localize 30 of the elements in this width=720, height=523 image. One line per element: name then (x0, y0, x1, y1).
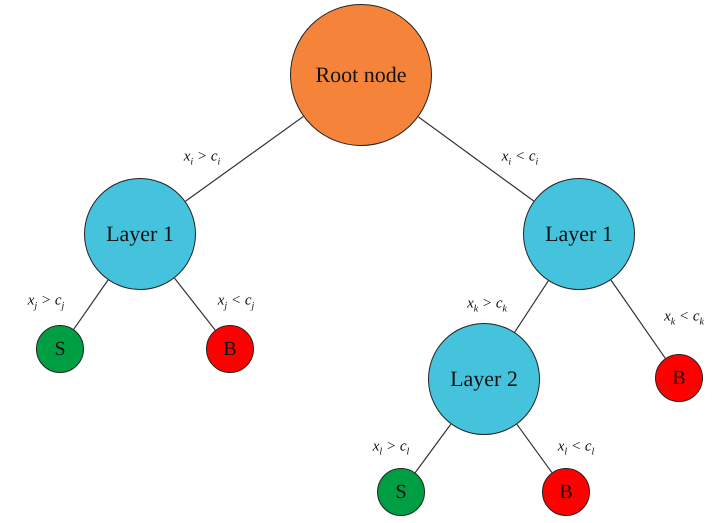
edge-label: x$_{l}$ < c$_{l}$ (556, 438, 596, 458)
node-label: S (395, 480, 407, 504)
tree-node-circle (206, 325, 254, 373)
node-label: Layer 2 (450, 366, 518, 392)
connector-line (516, 424, 552, 473)
edge-label: x$_{j}$ > c$_{j}$ (26, 292, 66, 312)
connector-line (73, 280, 109, 330)
connector-line (414, 424, 452, 473)
node-label: Layer 1 (545, 221, 613, 247)
tree-node-circle (377, 468, 425, 516)
connector-line (174, 278, 216, 330)
edge-label: x$_{l}$ > c$_{l}$ (372, 438, 410, 458)
node-label: Layer 1 (106, 221, 174, 247)
tree-node-circle (542, 468, 590, 516)
edge-label: x$_{k}$ > c$_{k}$ (466, 296, 508, 314)
tree-node-circle (36, 325, 84, 373)
edge-label: x$_{k}$ < c$_{k}$ (663, 308, 705, 328)
node-label: S (54, 338, 66, 360)
connector-line (185, 116, 304, 202)
connector-line (610, 280, 666, 359)
connector-line (418, 116, 534, 202)
edge-label: x$_{i}$ < c$_{i}$ (500, 148, 540, 168)
edge-label: x$_{i}$ > c$_{i}$ (182, 148, 222, 168)
connector-line (514, 280, 549, 332)
tree-node-circle (655, 354, 703, 402)
node-label: B (672, 366, 686, 390)
node-label: B (223, 338, 237, 360)
node-label: B (559, 480, 573, 504)
node-label: Root node (315, 62, 407, 88)
edge-label: x$_{j}$ < c$_{j}$ (216, 292, 256, 312)
